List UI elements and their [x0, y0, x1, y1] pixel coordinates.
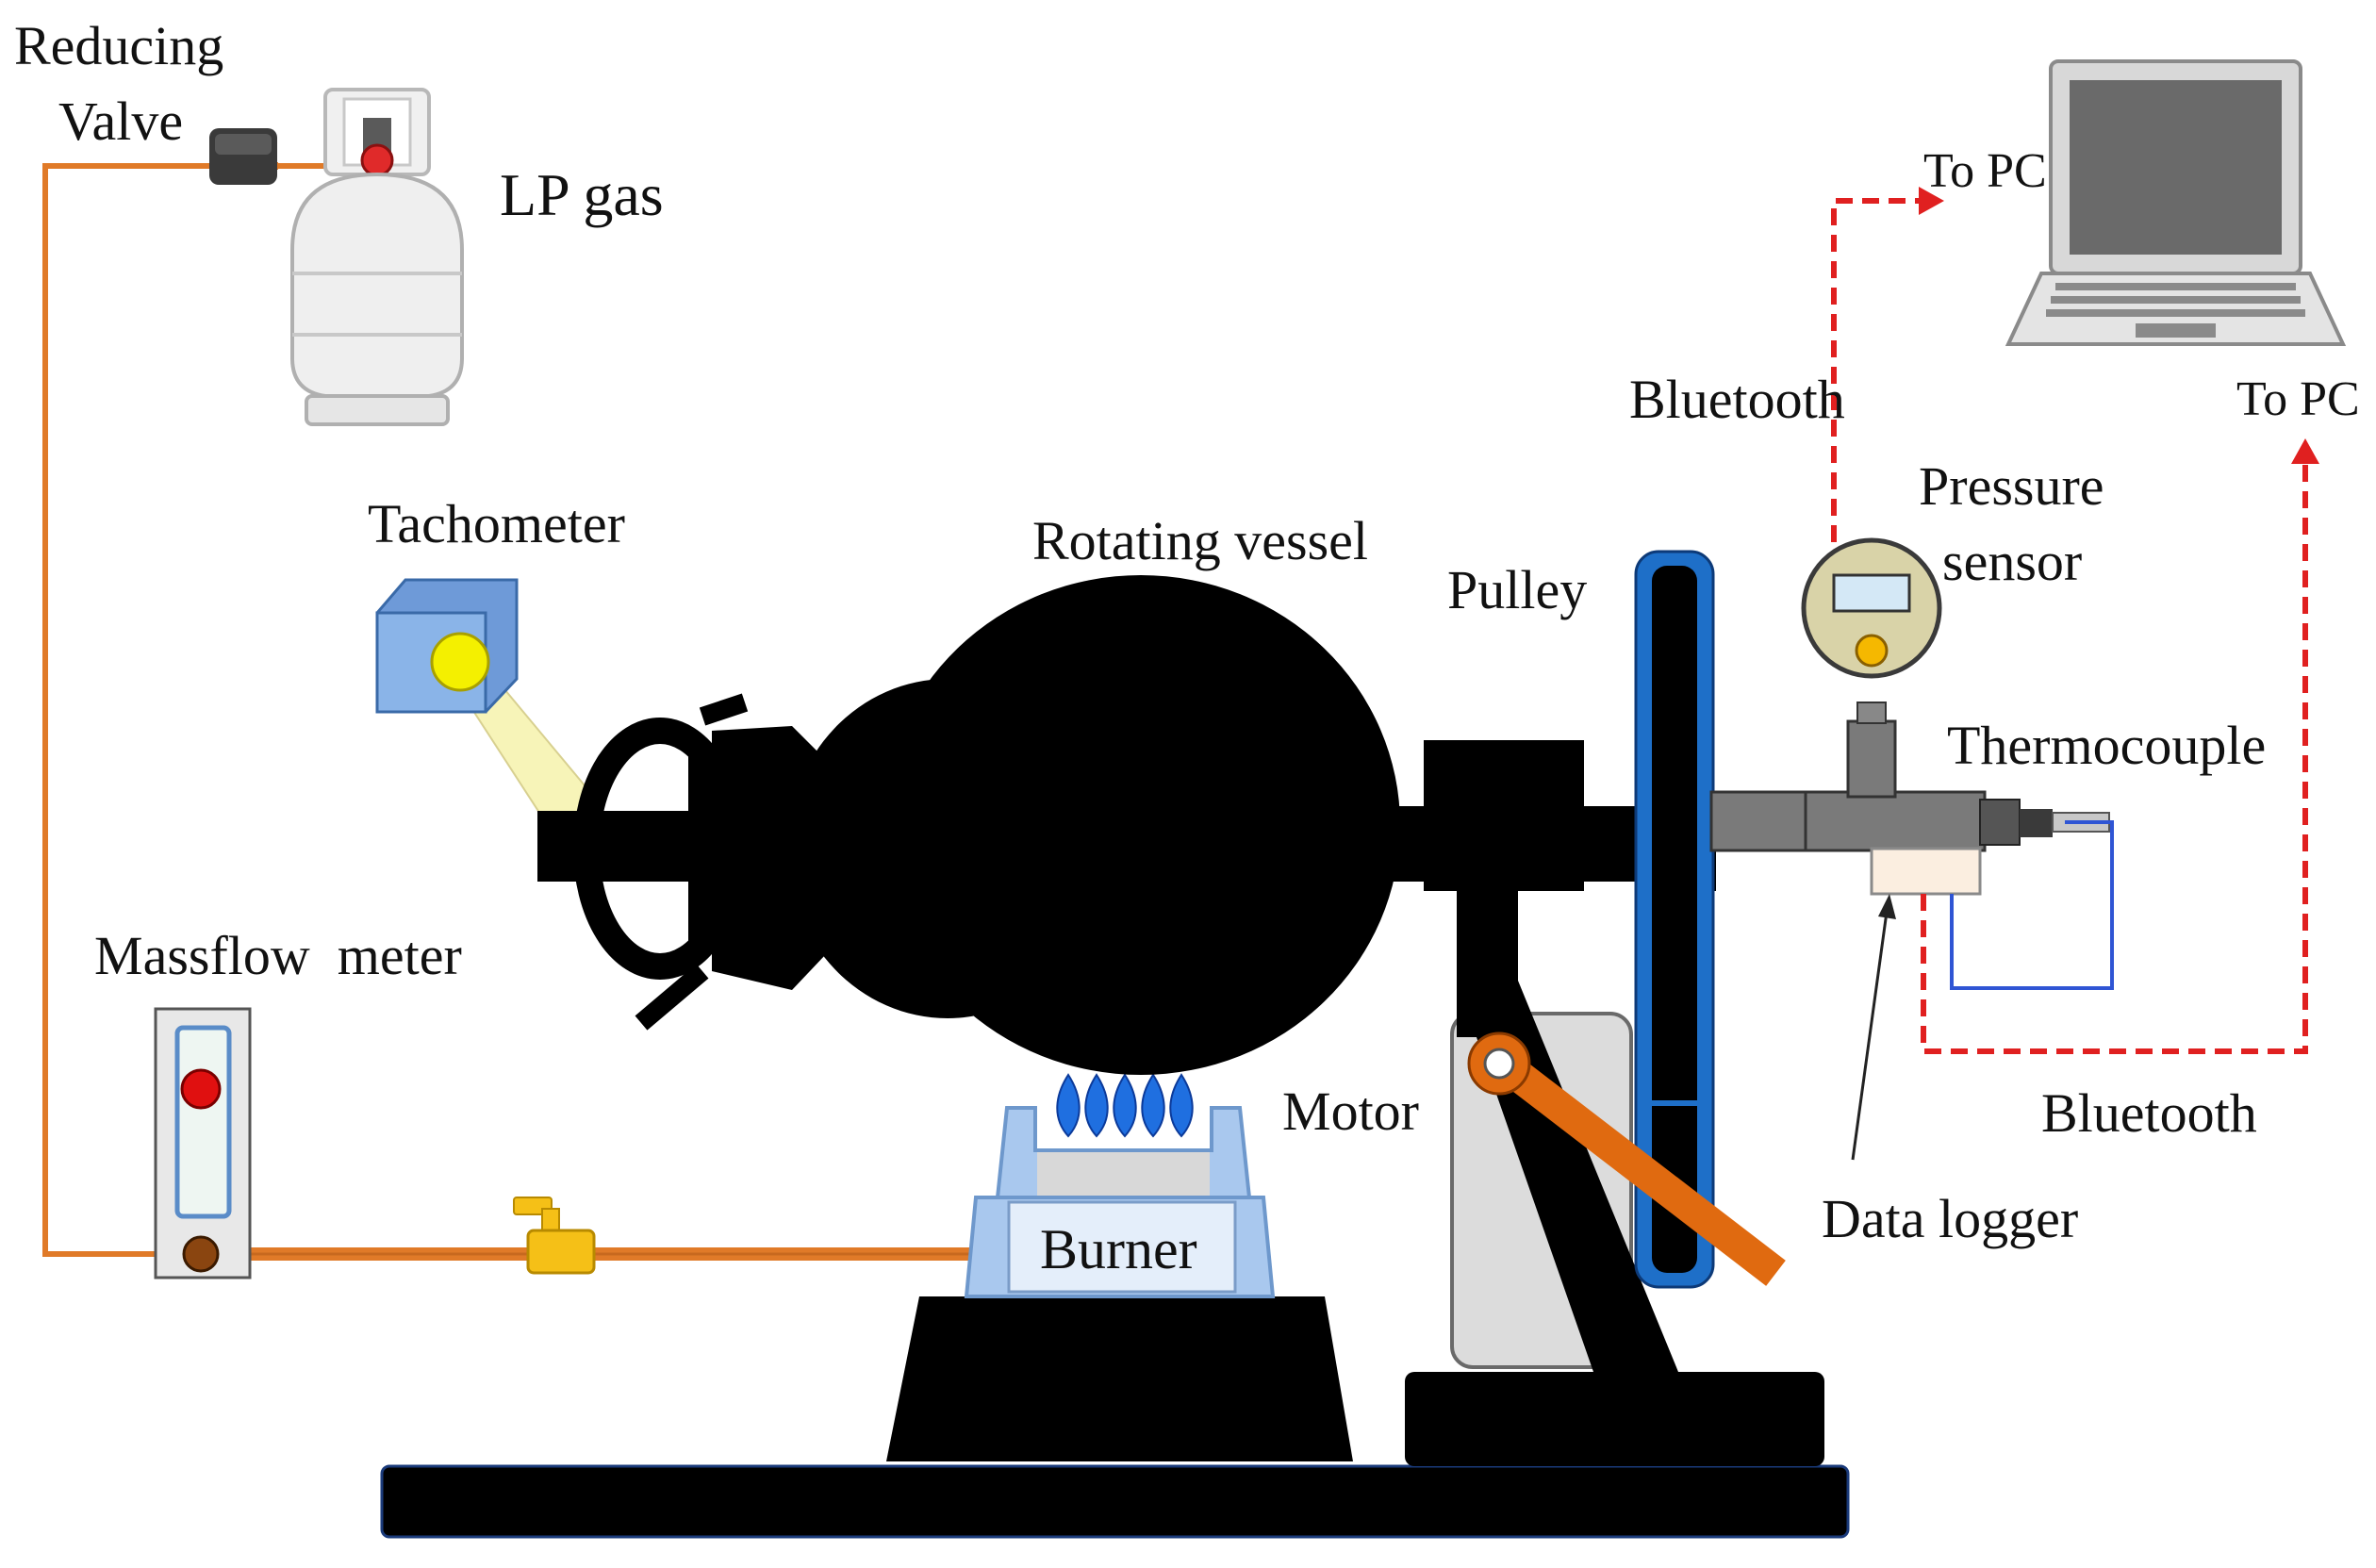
label-pressure-sensor-line2: sensor — [1942, 531, 2082, 592]
burner — [964, 1106, 1276, 1298]
label-motor: Motor — [1282, 1081, 1419, 1142]
label-to-pc-right: To PC — [2236, 372, 2360, 426]
label-rotating-vessel: Rotating vessel — [1032, 510, 1368, 571]
massflow-meter — [154, 1007, 252, 1279]
bluetooth-link-bottom — [1921, 460, 2308, 1054]
label-burner: Burner — [1040, 1218, 1197, 1280]
pulley — [1634, 550, 1715, 1289]
label-lp-gas: LP gas — [500, 161, 664, 228]
pressure-sensor — [1801, 537, 1942, 799]
lp-gas-cylinder — [290, 88, 464, 426]
arrow-to-pc-right — [2291, 438, 2319, 464]
label-to-pc-top: To PC — [1923, 144, 2047, 198]
crank-arm — [1467, 1032, 1786, 1286]
tachometer-light — [430, 632, 490, 692]
thermocouple-wire-path — [1950, 820, 2114, 990]
handwheel — [537, 693, 754, 1031]
arrow-to-pc-top — [1919, 187, 1944, 215]
base-plate — [380, 1464, 1850, 1539]
label-thermocouple: Thermocouple — [1947, 715, 2266, 776]
motor-stand — [1405, 1372, 1824, 1466]
rotating-vessel — [537, 575, 1716, 1075]
label-massflow-meter: Massflow meter — [94, 925, 462, 986]
label-pulley: Pulley — [1447, 559, 1587, 620]
reducing-valve — [209, 128, 277, 185]
laptop-pc — [2005, 59, 2347, 346]
gas-valve — [513, 1197, 596, 1275]
label-bluetooth-bottom: Bluetooth — [2041, 1082, 2257, 1144]
gas-supply-line — [42, 162, 981, 1261]
label-reducing-valve-line2: Valve — [58, 91, 183, 152]
tachometer — [375, 578, 596, 856]
label-data-logger: Data logger — [1822, 1188, 2078, 1249]
bluetooth-link-top — [1831, 198, 1923, 542]
sensor-shaft — [1709, 790, 2110, 852]
label-reducing-valve-line1: Reducing — [14, 15, 223, 76]
data-logger — [1870, 847, 1982, 896]
burner-flames — [1056, 1073, 1194, 1138]
label-tachometer: Tachometer — [368, 493, 625, 554]
data-logger-pointer — [1851, 904, 1889, 1161]
burner-stand — [886, 1296, 1353, 1461]
data-logger-pointer-head — [1878, 894, 1896, 919]
label-pressure-sensor-line1: Pressure — [1919, 455, 2104, 517]
label-bluetooth-top: Bluetooth — [1629, 369, 1845, 430]
